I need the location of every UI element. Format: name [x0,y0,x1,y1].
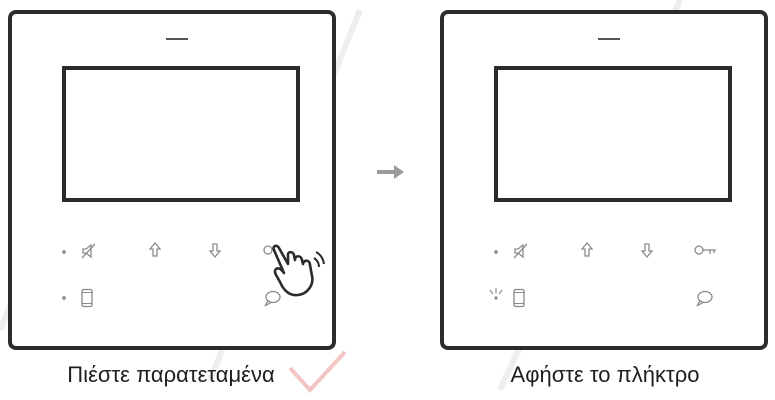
mute-icon[interactable] [80,242,98,260]
mute-icon[interactable] [512,242,530,260]
indicator-dot [62,250,66,254]
pressing-hand-icon [268,242,330,298]
phone-icon[interactable] [512,288,526,308]
indicator-dot [62,296,66,300]
speaker-slot [598,38,620,40]
key-button-icon[interactable] [262,243,278,257]
intercom-panel-right [440,10,768,350]
chat-icon[interactable] [262,290,282,308]
arrow-up-icon[interactable] [580,241,594,259]
phone-icon[interactable] [80,288,94,308]
arrow-down-icon[interactable] [640,241,654,259]
monitor-screen [494,66,732,202]
caption-press-and-hold: Πιέστε παρατεταμένα [67,362,275,387]
intercom-panel-left [8,10,336,350]
indicator-dot [494,250,498,254]
speaker-slot [166,38,188,40]
arrow-down-icon[interactable] [208,241,222,259]
blinking-indicator-icon [488,286,504,302]
chat-icon[interactable] [694,290,714,308]
key-icon[interactable] [694,243,718,257]
arrow-up-icon[interactable] [148,241,162,259]
right-arrow-icon [376,163,406,181]
caption-release-key: Αφήστε το πλήκτρο [510,362,700,387]
monitor-screen [62,66,300,202]
